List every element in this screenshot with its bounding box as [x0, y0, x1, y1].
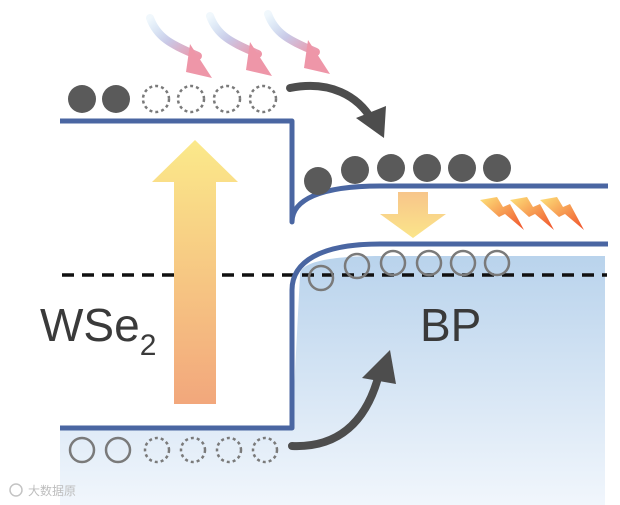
hole	[68, 436, 96, 464]
filled-state	[215, 436, 243, 464]
lightning-bolts	[480, 197, 584, 230]
filled-state	[179, 436, 207, 464]
hole-transfer-arrow	[288, 350, 396, 451]
empty-state	[248, 84, 278, 114]
bp-valence-band	[60, 241, 608, 431]
electron	[413, 154, 441, 182]
hole	[343, 252, 371, 280]
hole	[483, 249, 511, 277]
lightning-bolt-icon	[540, 197, 584, 230]
lightning-bolt-icon	[510, 197, 554, 230]
wse2-label: WSe2	[40, 299, 156, 362]
filled-state	[143, 436, 171, 464]
hole	[379, 249, 407, 277]
bp-vb-holes	[307, 249, 511, 292]
empty-state	[141, 84, 171, 114]
filled-state	[251, 436, 279, 464]
empty-state	[212, 84, 242, 114]
bp-label: BP	[420, 299, 481, 351]
hole	[104, 436, 132, 464]
empty-state	[176, 84, 206, 114]
hole	[307, 264, 335, 292]
electron	[102, 85, 130, 113]
electron	[377, 154, 405, 182]
hole	[415, 249, 443, 277]
lightning-bolt-icon	[480, 197, 524, 230]
wse2-conduction-band	[60, 118, 608, 225]
relaxation-arrow-icon	[380, 192, 446, 238]
wse2-vb-carriers	[68, 436, 279, 464]
svg-text:大数据原: 大数据原	[28, 483, 76, 498]
light-arrow-icon	[264, 10, 330, 74]
watermark: 大数据原	[9, 483, 76, 498]
electron	[448, 154, 476, 182]
bp-region	[60, 256, 605, 505]
electron	[483, 154, 511, 182]
wse2-subscript: 2	[140, 329, 157, 362]
electron	[68, 85, 96, 113]
light-arrows	[146, 10, 330, 78]
light-arrow-icon	[206, 12, 272, 76]
electron-transfer-arrow	[286, 81, 386, 138]
electron	[341, 156, 369, 184]
watermark-logo-icon	[9, 483, 23, 497]
bp-cb-electrons	[304, 154, 511, 195]
electron	[304, 167, 332, 195]
excitation-arrow-icon	[152, 140, 238, 404]
hole	[449, 249, 477, 277]
wse2-cb-carriers	[68, 84, 278, 114]
light-arrow-icon	[146, 14, 212, 78]
